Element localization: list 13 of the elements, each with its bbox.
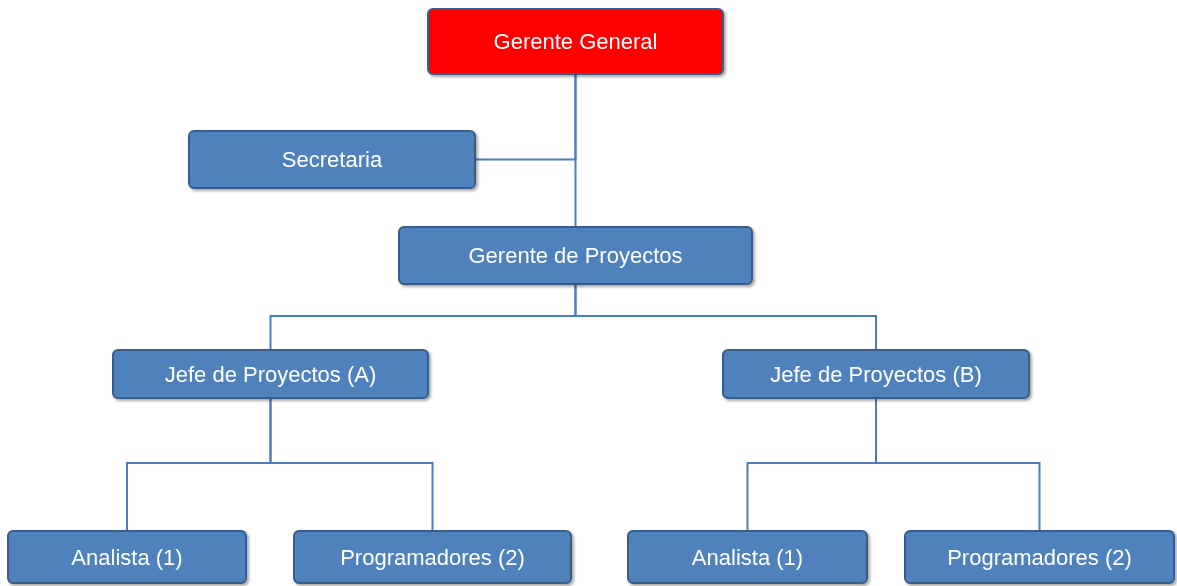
position-box: Secretaria <box>188 130 476 189</box>
connector-line <box>574 284 877 350</box>
connector-line <box>875 398 1041 531</box>
position-box: Analista (1) <box>7 530 247 584</box>
position-box: Gerente General <box>427 8 724 75</box>
position-box: Analista (1) <box>627 530 868 584</box>
connector-line <box>269 398 434 531</box>
position-box: Gerente de Proyectos <box>398 226 753 285</box>
connector-line <box>574 74 577 227</box>
position-box: Jefe de Proyectos (B) <box>722 349 1030 399</box>
position-box: Jefe de Proyectos (A) <box>112 349 429 399</box>
position-box: Programadores (2) <box>293 530 572 584</box>
position-box: Programadores (2) <box>904 530 1175 584</box>
